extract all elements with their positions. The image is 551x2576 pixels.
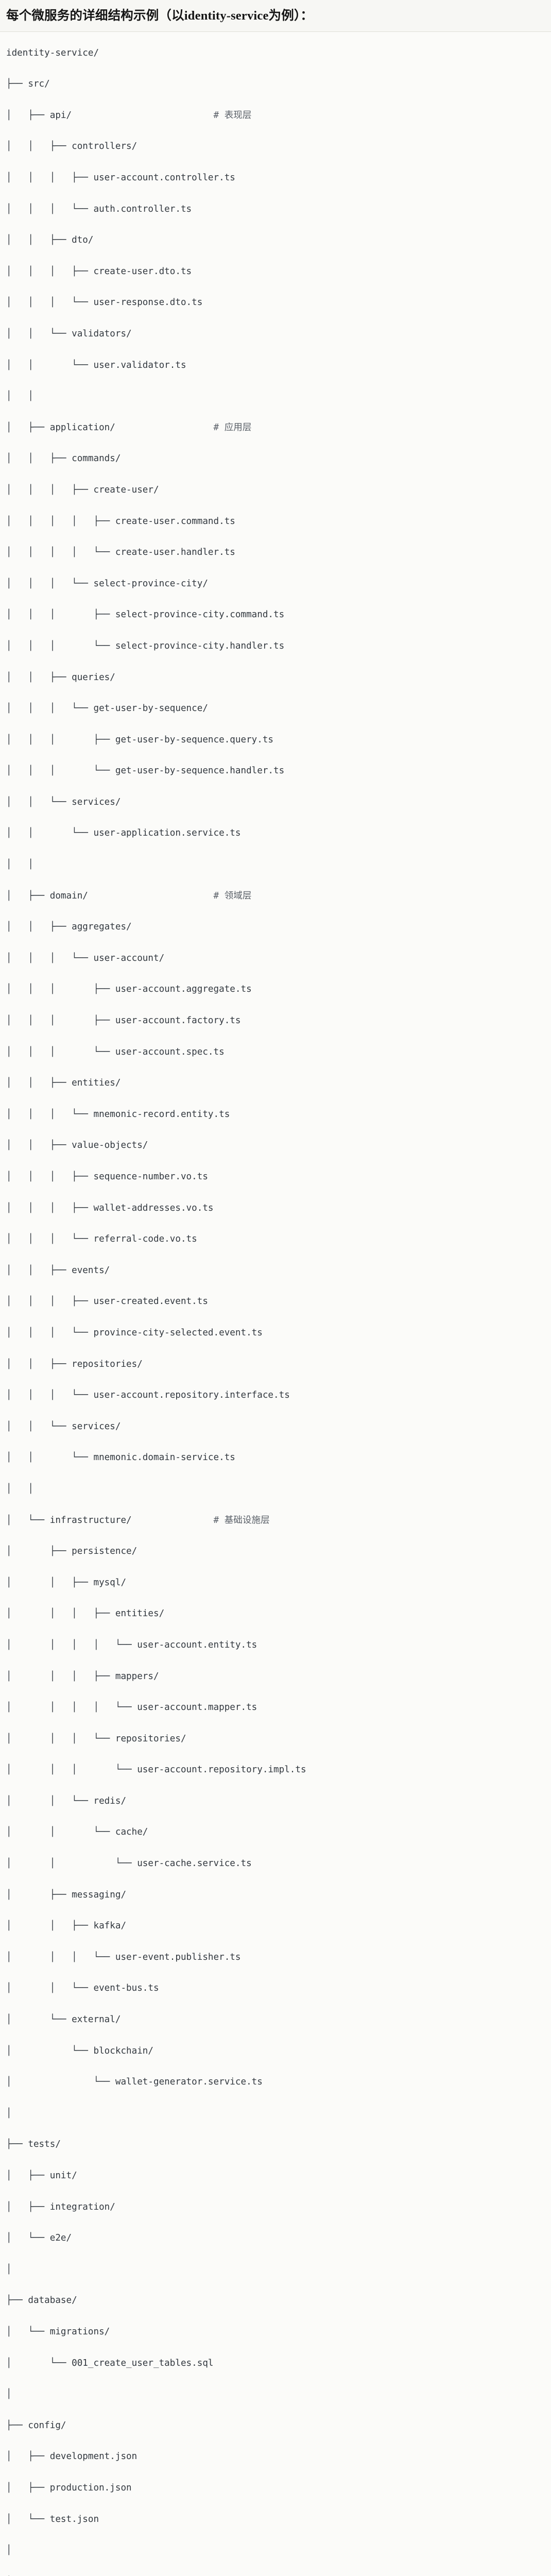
tree-line: │ ├── integration/ [6, 2201, 115, 2212]
tree-line: ├── tests/ [6, 2139, 61, 2150]
tree-line: │ │ └── user-cache.service.ts [6, 1858, 252, 1869]
tree-line: │ │ ├── commands/ [6, 453, 121, 464]
tree-line: │ │ ├── queries/ [6, 672, 115, 683]
tree-line: ├── Dockerfile [6, 2574, 545, 2576]
tree-line: │ │ │ └── select-province-city/ [6, 578, 208, 589]
tree-line: │ │ │ └── user-account.repository.interf… [6, 1390, 290, 1401]
tree-line: identity-service/ [6, 47, 99, 58]
tree-line: │ └── e2e/ [6, 2233, 72, 2244]
tree-line: │ │ ├── entities/ [6, 1078, 121, 1089]
tree-line: │ │ │ ├── entities/ [6, 1608, 165, 1619]
directory-tree-block: identity-service/ ├── src/ │ ├── api/ # … [0, 31, 551, 2576]
tree-line: │ │ │ └── get-user-by-sequence/ [6, 703, 208, 714]
tree-line: │ │ │ ├── get-user-by-sequence.query.ts [6, 734, 274, 745]
tree-line: ├── database/ [6, 2295, 77, 2306]
tree-line: │ │ └── user.validator.ts [6, 360, 186, 370]
tree-line: │ │ │ ├── user-account.controller.ts [6, 173, 235, 183]
tree-line: │ [6, 2389, 12, 2400]
tree-line-comment: # 领域层 [213, 890, 252, 901]
tree-line: │ │ │ ├── sequence-number.vo.ts [6, 1172, 208, 1182]
tree-line: │ ├── production.json [6, 2482, 132, 2493]
tree-line: │ └── 001_create_user_tables.sql [6, 2358, 214, 2368]
tree-line: │ │ │ │ ├── create-user.command.ts [6, 516, 235, 527]
tree-line: │ ├── messaging/ [6, 1889, 127, 1900]
tree-line: │ │ │ │ └── create-user.handler.ts [6, 547, 235, 558]
tree-line: │ └── external/ [6, 2014, 121, 2025]
tree-line: │ └── test.json [6, 2514, 99, 2524]
tree-line: │ ├── unit/ [6, 2171, 77, 2181]
tree-line: │ │ │ │ └── user-account.entity.ts [6, 1639, 257, 1650]
tree-line: ├── src/ [6, 79, 50, 90]
tree-line: │ │ └── mnemonic.domain-service.ts [6, 1452, 235, 1463]
tree-line: │ │ │ └── get-user-by-sequence.handler.t… [6, 766, 285, 776]
tree-line: │ │ │ └── user-account.spec.ts [6, 1046, 225, 1057]
tree-line: │ │ └── cache/ [6, 1827, 148, 1838]
tree-line: │ ├── domain/ # 领域层 [6, 890, 252, 901]
tree-line: │ │ [6, 859, 33, 870]
tree-line: │ ├── persistence/ [6, 1546, 137, 1557]
tree-line: │ │ │ └── referral-code.vo.ts [6, 1234, 197, 1245]
tree-line: │ │ ├── controllers/ [6, 141, 137, 152]
tree-line: │ │ │ ├── wallet-addresses.vo.ts [6, 1202, 214, 1213]
tree-line: │ └── wallet-generator.service.ts [6, 2077, 263, 2088]
tree-line: │ │ [6, 391, 33, 402]
tree-line: │ └── blockchain/ [6, 2045, 153, 2056]
tree-line: │ └── infrastructure/ # 基础设施层 [6, 1515, 270, 1526]
tree-line: │ [6, 2545, 12, 2556]
tree-line: │ │ │ ├── mappers/ [6, 1671, 159, 1682]
tree-line-comment: # 应用层 [213, 422, 252, 433]
tree-line: ├── config/ [6, 2420, 66, 2431]
tree-line: │ │ └── validators/ [6, 328, 132, 339]
tree-line-comment: # 基础设施层 [213, 1515, 270, 1526]
tree-line: │ ├── development.json [6, 2451, 137, 2462]
tree-line: │ │ ├── events/ [6, 1265, 110, 1276]
tree-line: │ │ │ ├── user-created.event.ts [6, 1296, 208, 1307]
tree-line: │ │ │ └── repositories/ [6, 1733, 186, 1744]
tree-line: │ │ └── services/ [6, 796, 121, 807]
tree-line: │ │ │ └── province-city-selected.event.t… [6, 1327, 263, 1338]
tree-line: │ │ ├── aggregates/ [6, 922, 132, 933]
tree-line: │ ├── api/ # 表现层 [6, 110, 252, 121]
tree-line: │ │ ├── dto/ [6, 235, 94, 246]
page-title: 每个微服务的详细结构示例（以identity-service为例）： [6, 9, 314, 23]
tree-line: │ │ │ └── select-province-city.handler.t… [6, 640, 285, 651]
tree-line: │ └── migrations/ [6, 2326, 110, 2337]
tree-line: │ │ ├── repositories/ [6, 1359, 143, 1369]
tree-line: │ [6, 2108, 12, 2119]
tree-line: │ │ │ ├── user-account.aggregate.ts [6, 984, 252, 995]
tree-line: │ │ │ ├── create-user/ [6, 484, 159, 495]
tree-line: │ ├── application/ # 应用层 [6, 422, 252, 433]
tree-line: │ │ └── redis/ [6, 1795, 127, 1806]
tree-line: │ │ ├── value-objects/ [6, 1140, 148, 1151]
tree-line: │ │ │ └── mnemonic-record.entity.ts [6, 1109, 230, 1120]
tree-line: │ │ │ └── user-response.dto.ts [6, 297, 203, 308]
tree-line: │ │ │ └── user-event.publisher.ts [6, 1952, 241, 1962]
tree-line-comment: # 表现层 [213, 110, 252, 121]
tree-line: │ │ │ ├── select-province-city.command.t… [6, 609, 285, 620]
tree-line: │ │ │ └── user-account.repository.impl.t… [6, 1765, 306, 1775]
tree-line: │ │ │ ├── user-account.factory.ts [6, 1015, 241, 1026]
tree-line: │ │ ├── kafka/ [6, 1921, 127, 1931]
tree-line: │ │ [6, 1483, 33, 1494]
tree-line: │ │ ├── mysql/ [6, 1577, 127, 1588]
tree-line: │ │ └── event-bus.ts [6, 1983, 159, 1994]
tree-line: │ │ └── user-application.service.ts [6, 828, 241, 839]
tree-line: │ [6, 2264, 12, 2275]
directory-tree: identity-service/ ├── src/ │ ├── api/ # … [6, 45, 545, 2576]
tree-line: │ │ │ ├── create-user.dto.ts [6, 266, 192, 277]
heading-divider [0, 31, 551, 32]
tree-line: │ │ │ └── auth.controller.ts [6, 204, 192, 214]
tree-line: │ │ │ │ └── user-account.mapper.ts [6, 1702, 257, 1713]
tree-line: │ │ └── services/ [6, 1421, 121, 1432]
tree-line: │ │ │ └── user-account/ [6, 953, 165, 963]
